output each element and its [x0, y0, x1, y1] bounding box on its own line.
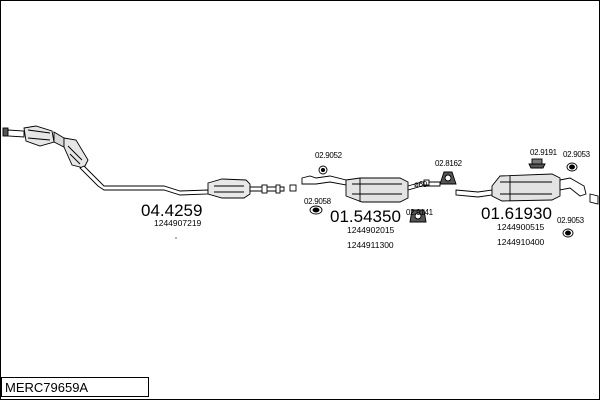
part-label-gasket-rear-bottom: 02.9053 — [557, 216, 585, 225]
rubber-mount-icon — [528, 158, 546, 169]
part-number-middle: 01.54350 — [330, 207, 401, 226]
part-label-mount-rear: 02.9191 — [530, 148, 558, 157]
oem-number: 1244900515 — [497, 222, 545, 232]
reference-box: MERC79659A — [1, 377, 149, 397]
connector-pipe-icon — [423, 179, 430, 186]
oem-number: 1244902015 — [347, 225, 395, 235]
gasket-icon — [566, 162, 578, 172]
gasket-icon — [309, 205, 323, 215]
oem-number: 1244907219 — [154, 218, 202, 228]
small-parts — [309, 158, 578, 238]
reference-code: MERC79659A — [5, 380, 89, 395]
oem-number: 1244910400 — [497, 237, 545, 247]
rear-silencer-assembly — [455, 173, 599, 205]
part-number-rear: 01.61930 — [481, 204, 552, 223]
middle-silencer-assembly — [301, 175, 441, 203]
catalytic-converter-assembly — [2, 125, 297, 199]
hanger-icon — [439, 171, 457, 185]
connector-label: ø60 — [414, 180, 428, 189]
part-label-gasket: 02.9058 — [304, 197, 332, 206]
clamp-icon — [318, 165, 328, 175]
part-label-hanger: 02.8162 — [435, 159, 463, 168]
part-label-mount: 02.9141 — [406, 208, 434, 217]
part-label-clamp: 02.9052 — [315, 151, 343, 160]
front-flange-icon — [2, 127, 9, 137]
part-label-gasket-rear-top: 02.9053 — [563, 150, 591, 159]
oem-number: 1244911300 — [347, 240, 394, 250]
rubber-mount-icon — [409, 209, 427, 223]
gasket-icon — [562, 228, 574, 238]
dot-mark — [175, 237, 177, 239]
part-number-front: 04.4259 — [141, 201, 202, 220]
